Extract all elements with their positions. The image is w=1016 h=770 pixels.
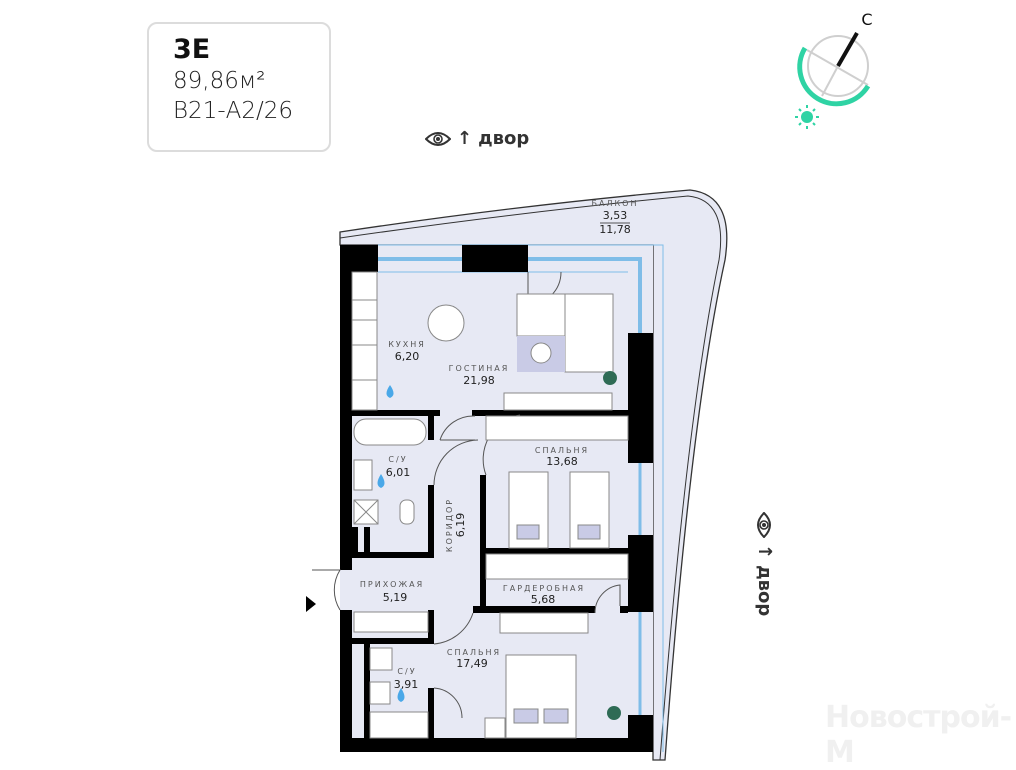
water-drop-icon <box>377 385 405 702</box>
bath1-area: 6,01 <box>386 466 411 479</box>
wardrobe-label: ГАРДЕРОБНАЯ <box>503 584 585 593</box>
bedroom1-area: 13,68 <box>546 455 578 468</box>
living-label: ГОСТИНАЯ <box>449 364 510 373</box>
hall-label: ПРИХОЖАЯ <box>360 580 424 589</box>
doors <box>312 271 621 719</box>
corridor-area: 6,19 <box>454 513 467 538</box>
view-label-top: двор <box>478 128 530 149</box>
watermark: Новострой-М <box>825 700 1012 770</box>
plant-icon <box>603 371 621 720</box>
balcony-area <box>339 189 728 761</box>
balcony-area-full: 11,78 <box>599 223 631 236</box>
arrow-up-icon: ↑ <box>457 128 473 149</box>
bath2-area: 3,91 <box>394 678 419 691</box>
corridor-label: КОРИДОР <box>445 498 454 552</box>
room-labels: БАЛКОН 3,53 11,78 КУХНЯ 6,20 ГОСТИНАЯ 21… <box>360 199 639 691</box>
eye-icon <box>757 512 772 538</box>
walls <box>340 245 653 752</box>
kitchen-label: КУХНЯ <box>388 340 426 349</box>
furniture <box>351 271 629 739</box>
living-area: 21,98 <box>463 374 495 387</box>
bedroom1-label: СПАЛЬНЯ <box>535 446 589 455</box>
bedroom2-label: СПАЛЬНЯ <box>447 648 501 657</box>
entrance-arrow-icon <box>306 596 316 612</box>
bath1-label: С/У <box>388 455 407 464</box>
apartment-code: В21-А2/26 <box>173 98 294 124</box>
balcony-area: 3,53 <box>603 209 628 222</box>
apartment-info-card: 3Е 89,86м² В21-А2/26 <box>147 22 331 152</box>
bedroom2-area: 17,49 <box>456 657 488 670</box>
view-direction-right: ↑ двор <box>754 512 775 616</box>
sun-icon <box>795 105 819 129</box>
kitchen-area: 6,20 <box>395 350 420 363</box>
north-label: С <box>861 10 872 29</box>
compass-icon: С <box>795 10 873 129</box>
apartment-area: 89,86м² <box>173 68 266 94</box>
balcony-label: БАЛКОН <box>592 199 639 208</box>
hall-area: 5,19 <box>383 591 408 604</box>
wardrobe-area: 5,68 <box>531 593 556 606</box>
apartment-type: 3Е <box>173 34 211 65</box>
eye-icon <box>425 131 451 146</box>
view-direction-top: ↑ двор <box>425 128 529 149</box>
bath2-label: С/У <box>397 667 416 676</box>
